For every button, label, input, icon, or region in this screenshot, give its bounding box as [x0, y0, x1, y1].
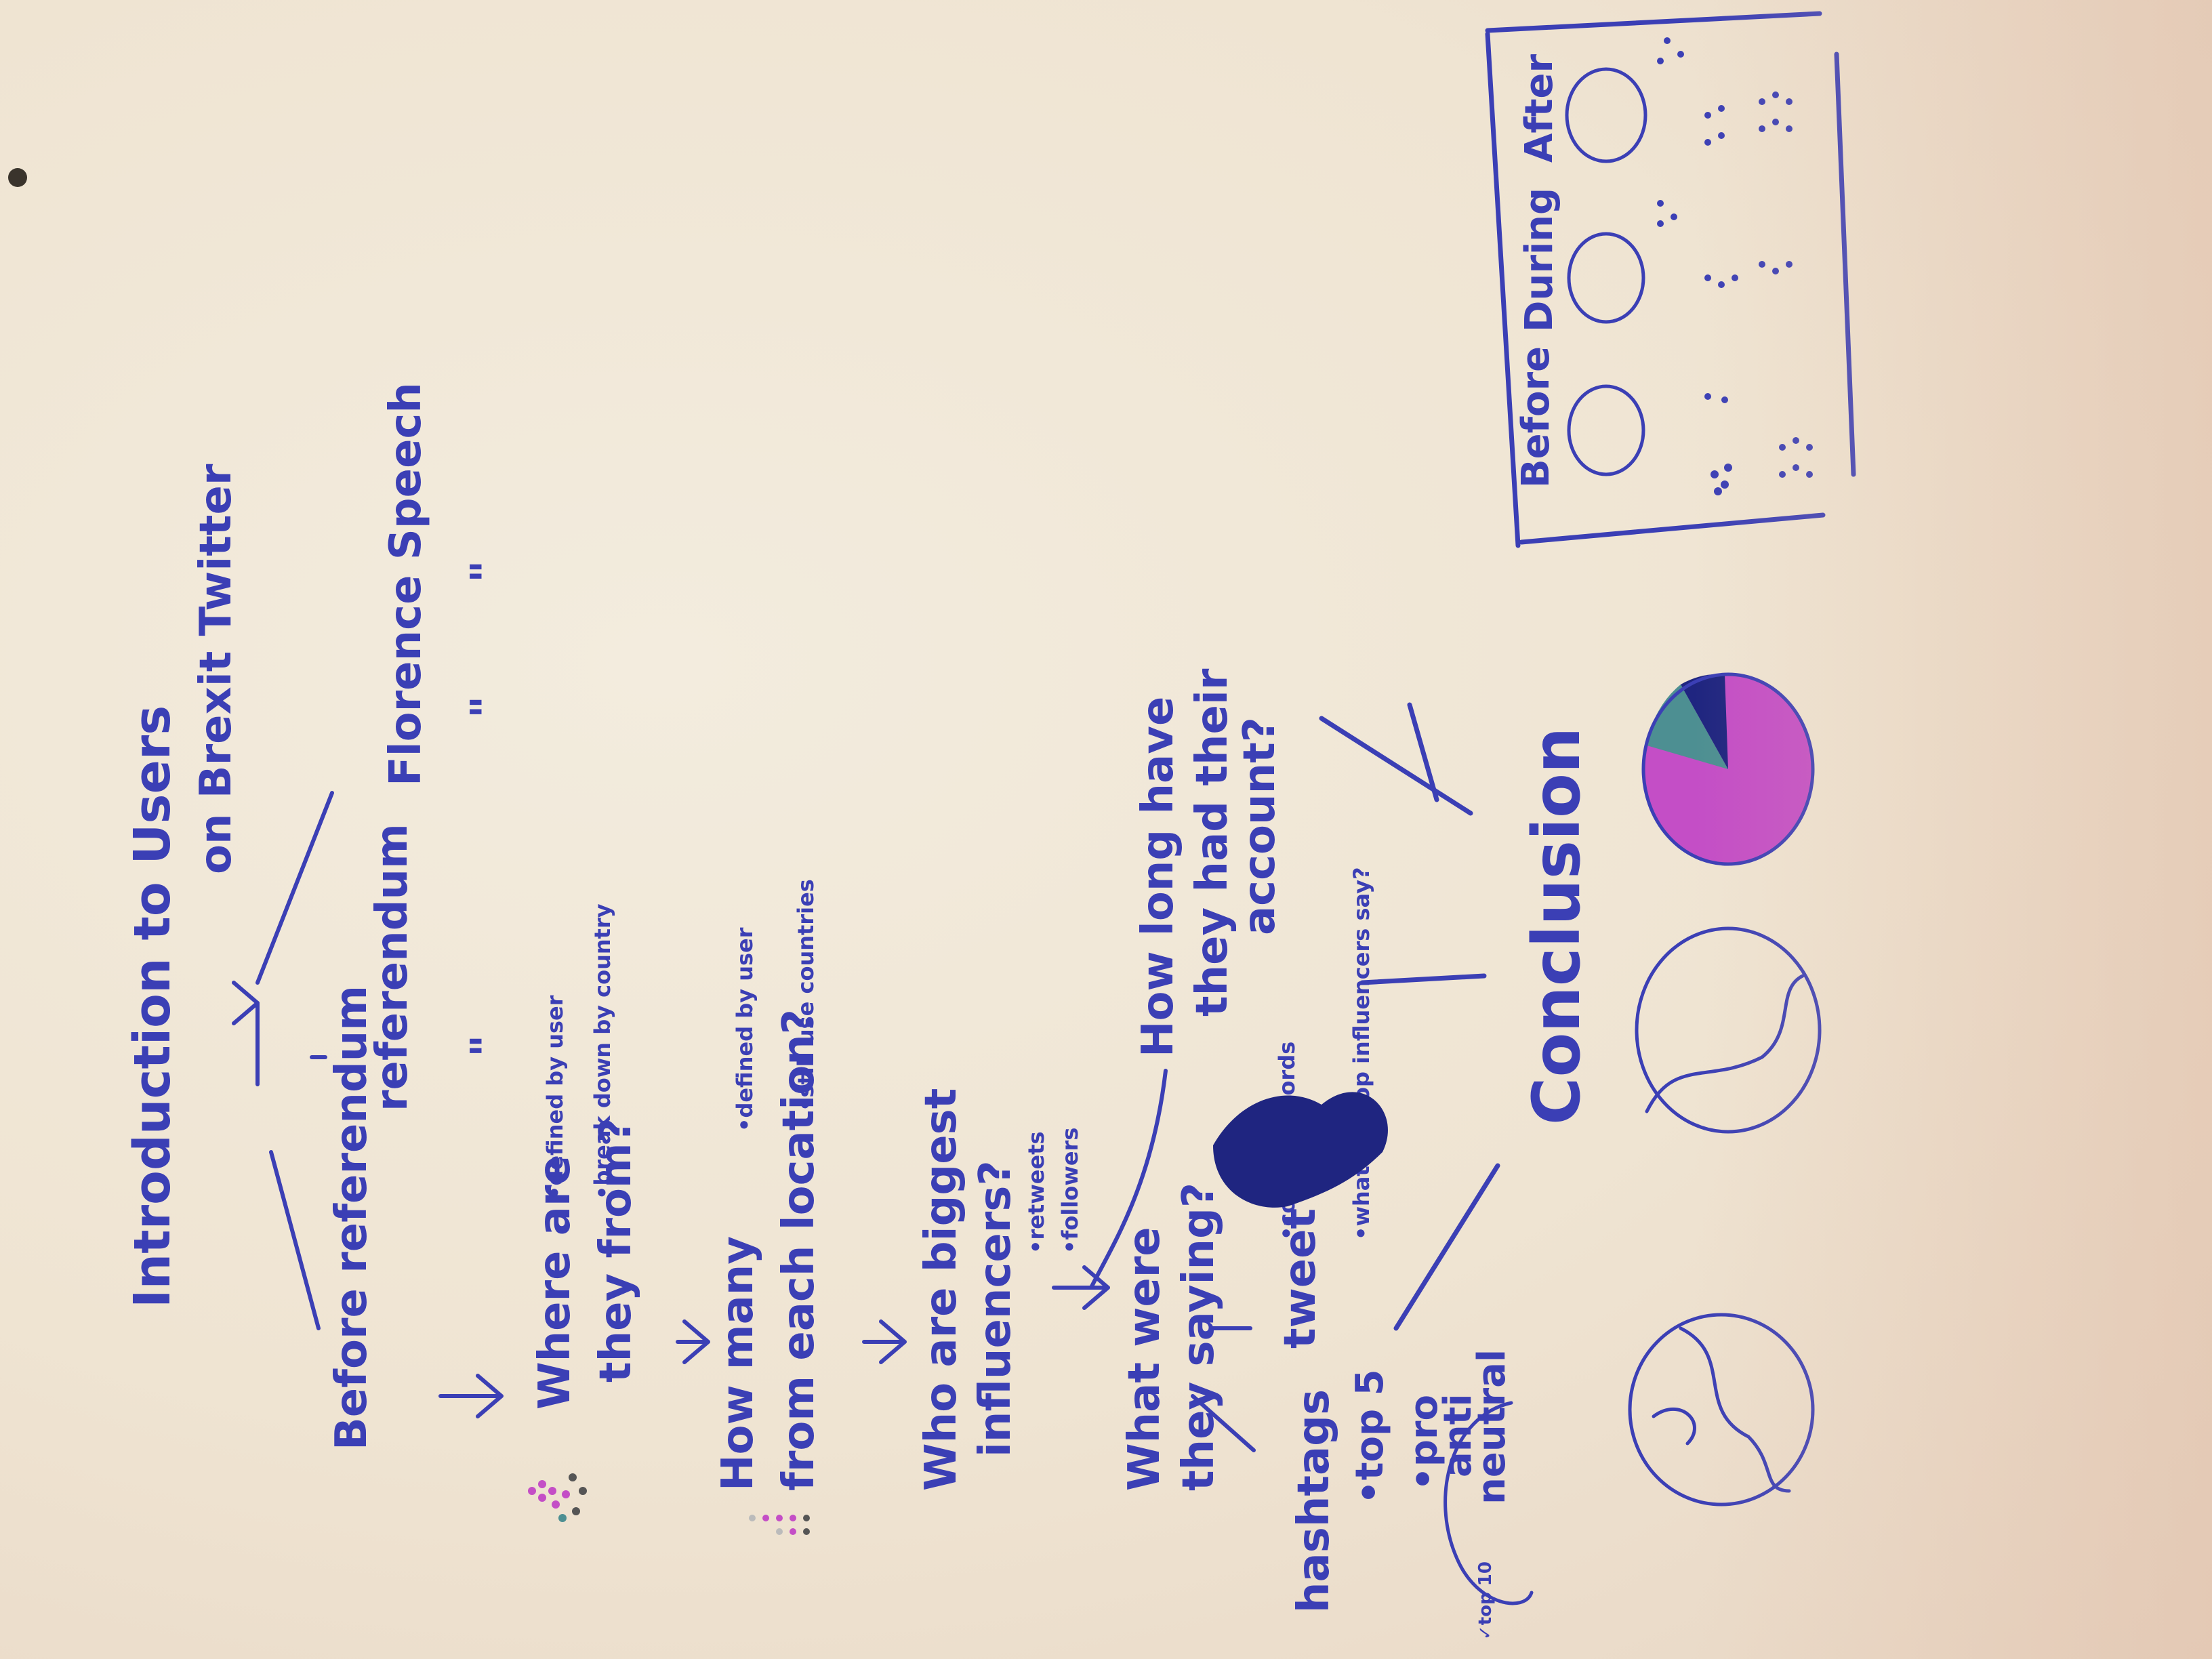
account-line2: they had their: [1187, 668, 1237, 1017]
dot-cluster-pink: [528, 1473, 587, 1522]
conclusion-group: Conclusion: [1519, 727, 1595, 1125]
ditto-mark-3: ": [462, 560, 512, 583]
title-line1: Introduction to Users: [123, 705, 182, 1308]
conclusion-label: Conclusion: [1519, 727, 1595, 1125]
influencers-line2: influencers?: [970, 1160, 1021, 1457]
ray-lower: [1393, 1163, 1500, 1331]
globe-sketch-large: [1635, 926, 1822, 1134]
comparison-panel: Before During After: [1485, 11, 1856, 548]
globe-outline: [1628, 1313, 1815, 1507]
line-to-hashtags: [1191, 1394, 1256, 1452]
timeline-referendum: referendum: [367, 823, 417, 1111]
dot-strip-pink: [749, 1515, 810, 1535]
curve-from-account: [1089, 1069, 1168, 1290]
account-line3: account?: [1235, 717, 1285, 935]
panel-column-during: During: [1517, 188, 1561, 332]
panel-top-border: [1485, 11, 1822, 33]
sentiment-note: ✓top 10: [1475, 1561, 1496, 1640]
timeline-before: Before referendum: [327, 985, 377, 1450]
tweet-label: tweet: [1275, 1208, 1326, 1349]
arrow-to-how-many: [676, 1319, 710, 1364]
sentiment-line3: neutral: [1470, 1349, 1514, 1504]
panel-column-labels: Before During After: [1514, 54, 1561, 488]
pie-slice-navy: [1681, 674, 1728, 769]
circle-after: [1565, 67, 1647, 163]
sentiment-line1: •pro: [1402, 1395, 1446, 1491]
word-cloud-blob: [1213, 1092, 1388, 1208]
pie-outline: [1641, 672, 1815, 866]
circle-during: [1567, 232, 1645, 324]
where-note1: •defined by user: [542, 995, 568, 1200]
where-line1: Where are: [530, 1155, 580, 1410]
timeline-florence: Florence Speech: [381, 382, 431, 786]
circle-before: [1567, 384, 1645, 476]
globe-continent-2: [1652, 1407, 1696, 1446]
saying-line1: What were: [1120, 1227, 1170, 1491]
ray-middle: [1359, 973, 1487, 985]
panel-circles: [1565, 67, 1647, 476]
arrow-to-where: [438, 1374, 504, 1418]
sentiment-line2: anti: [1436, 1393, 1480, 1477]
ditto-mark-1: ": [462, 1035, 512, 1057]
globe-continent-1: [1679, 1326, 1791, 1493]
globe-sketch-small: [1628, 1313, 1815, 1507]
panel-column-before: Before: [1514, 346, 1558, 488]
pie-chart-sketch: [1641, 672, 1815, 866]
panel-dot-marks: [1657, 37, 1813, 495]
conclusion-rays: [1319, 702, 1500, 1331]
ditto-mark-2: ": [462, 696, 512, 718]
influencers-note1: •retweets: [1023, 1131, 1049, 1254]
where-line2: they from?: [591, 1118, 641, 1382]
tweet-note2: •what did top influencers say?: [1349, 867, 1374, 1240]
ray-upper-2: [1407, 702, 1439, 802]
panel-column-after: After: [1517, 54, 1561, 163]
panel-border: [1485, 11, 1856, 548]
sentiment-circle: [1443, 1401, 1534, 1605]
how-many-line2: from each location?: [774, 1009, 824, 1491]
panel-right-border: [1834, 52, 1856, 477]
arrow-to-influencers: [862, 1319, 907, 1364]
earth-outline: [1635, 926, 1822, 1134]
account-line1: How long have: [1133, 697, 1183, 1057]
influencers-note2: •followers: [1057, 1128, 1083, 1254]
title-line2: on Brexit Twitter: [191, 464, 241, 874]
branch-line-florence: [255, 791, 334, 985]
timeline: Before referendum referendum Florence Sp…: [327, 382, 512, 1450]
title-group: Introduction to Users on Brexit Twitter: [123, 464, 241, 1308]
saying-line2: they saying?: [1174, 1183, 1224, 1491]
how-many-note2: •still use countries: [793, 879, 819, 1111]
how-many-note1: •defined by user: [732, 927, 758, 1132]
ray-upper-1: [1319, 716, 1473, 816]
chain-arrows: [438, 1069, 1256, 1452]
questions: Where are they from? •defined by user •b…: [530, 668, 1285, 1491]
earth-continent: [1645, 974, 1805, 1113]
panel-left-border: [1485, 31, 1521, 548]
hashtags-note: •top 5: [1348, 1369, 1392, 1504]
timeline-connectors: [232, 791, 334, 1330]
branch-line-before: [269, 1150, 321, 1330]
panel-bottom-border: [1519, 512, 1826, 545]
influencers-line1: Who are biggest: [916, 1088, 966, 1491]
how-many-line1: How many: [713, 1236, 763, 1491]
hashtags-label: hashtags: [1289, 1389, 1339, 1613]
down-arrow-head: [232, 981, 260, 1025]
binder-hole: [8, 168, 27, 187]
arrow-to-saying: [1052, 1265, 1110, 1310]
where-note2: •break down by country: [590, 903, 615, 1200]
